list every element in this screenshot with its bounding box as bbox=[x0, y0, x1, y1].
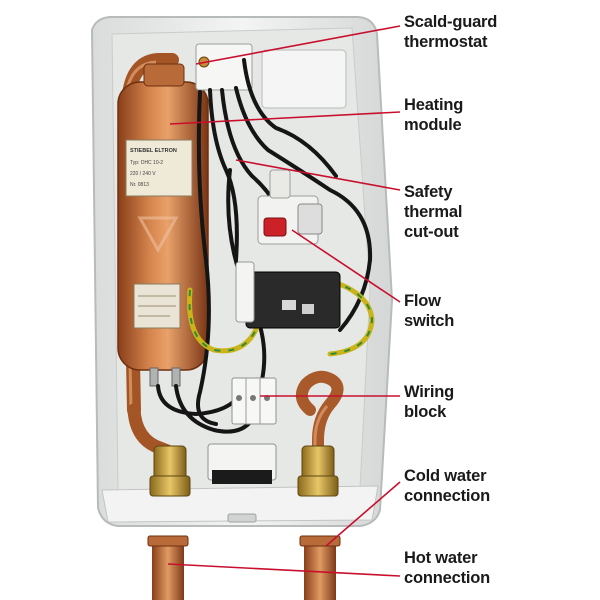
cold-water-fitting-nut bbox=[297, 475, 339, 497]
leader-flow-switch bbox=[291, 229, 401, 303]
cold-water-inlet-collar bbox=[299, 535, 341, 547]
hot-water-outlet-collar bbox=[147, 535, 189, 547]
leader-hot-water bbox=[167, 563, 401, 577]
tank-plate-brand: STIEBEL ELTRON bbox=[130, 148, 177, 154]
label-hot-water-connection: Hot water connection bbox=[404, 549, 491, 587]
cutout-red-button bbox=[263, 217, 287, 237]
tank-warning-mark bbox=[137, 216, 179, 254]
label-flow-switch: Flow switch bbox=[404, 292, 455, 330]
tank-data-plate bbox=[125, 139, 193, 197]
label-cold-water-connection: Cold water connection bbox=[404, 467, 491, 505]
wiring-block-body bbox=[231, 377, 277, 425]
label-scald-guard-thermostat: Scald-guard thermostat bbox=[404, 13, 498, 51]
label-heating-module: Heating module bbox=[404, 96, 464, 134]
flow-switch-terminal bbox=[302, 304, 314, 314]
wiring-block-screw bbox=[250, 395, 256, 401]
wiring-block-screw bbox=[236, 395, 242, 401]
leader-safety-cutout bbox=[235, 159, 401, 191]
tank-cap bbox=[143, 63, 185, 87]
thermostat-panel bbox=[261, 49, 347, 109]
tank-terminal bbox=[149, 367, 159, 387]
cutout-top bbox=[269, 169, 291, 199]
hot-water-fitting-nut bbox=[149, 475, 191, 497]
leader-lines bbox=[167, 25, 401, 577]
casing-clip bbox=[227, 513, 257, 523]
leader-heating-module bbox=[169, 111, 401, 125]
label-wiring-block: Wiring block bbox=[404, 383, 454, 421]
leader-scald-guard bbox=[195, 25, 401, 65]
hot-water-outlet-pipe bbox=[152, 540, 184, 600]
cold-water-loop-pipe bbox=[295, 370, 344, 470]
cutout-side bbox=[297, 203, 323, 235]
leader-cold-water bbox=[325, 481, 401, 547]
flow-switch-mount bbox=[235, 261, 255, 323]
lower-relay-base bbox=[212, 470, 272, 484]
flow-switch-terminal bbox=[282, 300, 296, 310]
cold-water-loop-highlight bbox=[313, 405, 329, 462]
label-safety-thermal-cut-out: Safety thermal cut-out bbox=[404, 183, 463, 241]
tank-terminal bbox=[171, 367, 181, 387]
tank-plate-line-1: Typ: DHC 10-2 bbox=[130, 160, 163, 166]
tank-plate-line-2: 220 / 240 V bbox=[130, 171, 156, 177]
cold-water-inlet-pipe bbox=[304, 540, 336, 600]
tank-plate-line-3: Nr. 0813 bbox=[130, 182, 149, 188]
